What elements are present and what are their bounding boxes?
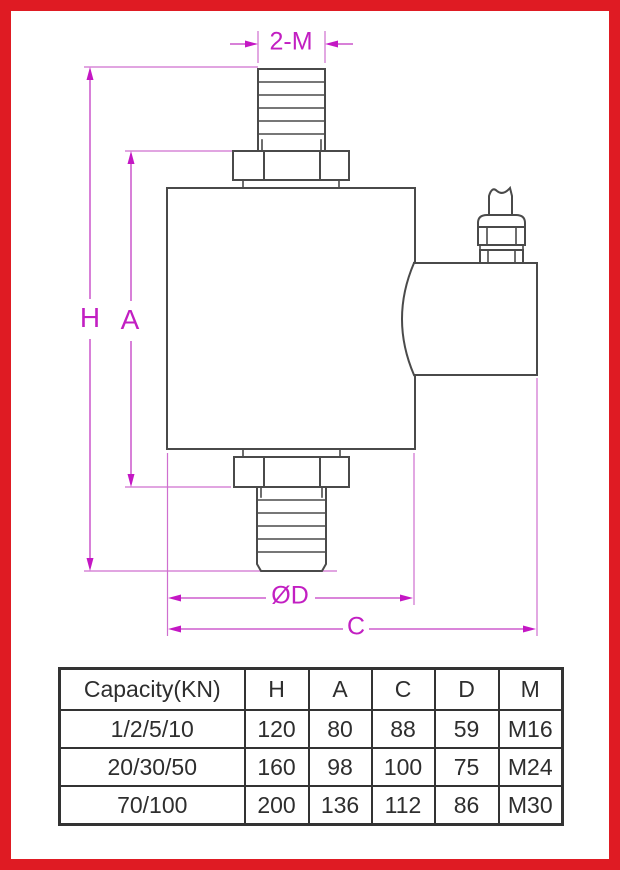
col-header-m: M [497, 667, 564, 711]
col-header-h: H [243, 667, 310, 711]
dim-label-C: C [346, 612, 366, 641]
col-header-capacity: Capacity(KN) [58, 667, 246, 711]
table-row: 1/2/5/10 120 80 88 59 M16 [58, 709, 564, 749]
cell-capacity: 70/100 [58, 785, 246, 826]
cell-c: 100 [370, 747, 436, 787]
cell-h: 120 [243, 709, 310, 749]
sensor-body [166, 187, 416, 450]
spec-table: Capacity(KN) H A C D M 1/2/5/10 120 80 8… [58, 667, 564, 826]
dim-label-H: H [79, 302, 101, 333]
cell-capacity: 1/2/5/10 [58, 709, 246, 749]
top-threaded-stud [257, 68, 326, 152]
cable-gland [477, 214, 526, 264]
junction-box [413, 262, 538, 376]
col-header-d: D [433, 667, 500, 711]
bottom-hex-nut [233, 448, 350, 488]
cell-c: 112 [370, 785, 436, 826]
cell-c: 88 [370, 709, 436, 749]
cell-a: 98 [307, 747, 373, 787]
dimension-lines [89, 43, 524, 630]
spec-table-container: Capacity(KN) H A C D M 1/2/5/10 120 80 8… [58, 667, 564, 826]
cell-m: M24 [497, 747, 564, 787]
col-header-a: A [307, 667, 373, 711]
cell-a: 136 [307, 785, 373, 826]
table-row: 20/30/50 160 98 100 75 M24 [58, 747, 564, 787]
dim-label-A: A [120, 304, 140, 335]
bottom-threaded-stud [256, 486, 327, 572]
load-cell-drawing [84, 31, 538, 636]
dimension-arrowheads [86, 40, 536, 633]
dim-label-diameter: ØD [271, 581, 309, 610]
cell-m: M30 [497, 785, 564, 826]
dim-label-thread: 2-M [269, 27, 313, 56]
col-header-c: C [370, 667, 436, 711]
table-header-row: Capacity(KN) H A C D M [58, 667, 564, 711]
cell-h: 160 [243, 747, 310, 787]
cell-d: 59 [433, 709, 500, 749]
cell-a: 80 [307, 709, 373, 749]
junction-box-curve [401, 261, 416, 377]
top-hex-nut [232, 150, 350, 189]
cell-h: 200 [243, 785, 310, 826]
cell-d: 75 [433, 747, 500, 787]
table-row: 70/100 200 136 112 86 M30 [58, 785, 564, 826]
cable-stub [488, 185, 513, 216]
cell-d: 86 [433, 785, 500, 826]
cell-capacity: 20/30/50 [58, 747, 246, 787]
cell-m: M16 [497, 709, 564, 749]
